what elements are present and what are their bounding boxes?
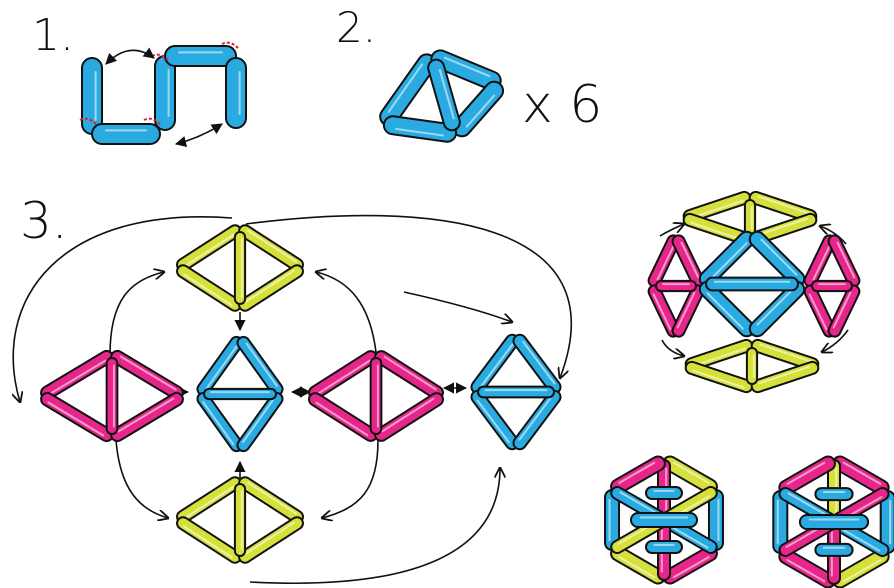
balloon-tube xyxy=(645,540,683,554)
balloon-tube xyxy=(238,516,304,564)
curved-arrow xyxy=(109,272,164,356)
finished-ball-b xyxy=(772,455,894,588)
curved-arrow xyxy=(245,214,573,378)
curved-arrow xyxy=(249,468,500,585)
balloon-tube xyxy=(238,264,304,312)
joint-marker xyxy=(221,41,239,49)
brace-tube xyxy=(705,276,799,292)
partial-assembly xyxy=(647,190,861,394)
brace-tube xyxy=(427,58,461,132)
step-1-label: 1. xyxy=(32,10,74,61)
blue-unit-center xyxy=(196,335,284,453)
balloon-tube xyxy=(684,360,754,394)
balloon-tube xyxy=(374,392,444,442)
balloon-tube xyxy=(164,45,237,67)
joint-marker xyxy=(79,117,97,125)
brace-tube xyxy=(477,385,555,399)
balloon-tube xyxy=(176,516,242,564)
balloon-tube xyxy=(750,360,820,394)
step-3-connectors xyxy=(13,214,573,585)
balloon-tube xyxy=(225,57,247,129)
blue-unit-right xyxy=(470,333,562,451)
magenta-unit-left xyxy=(647,234,705,338)
double-arrow-icon xyxy=(174,123,223,147)
step-3-label: 3. xyxy=(20,192,68,250)
magenta-unit-middle xyxy=(308,350,444,442)
brace-tube xyxy=(369,357,383,435)
yellow-unit-bottom xyxy=(176,476,304,564)
curved-arrow xyxy=(13,216,233,402)
double-arrow-icon xyxy=(105,47,155,65)
brace-tube xyxy=(233,483,247,557)
yellow-unit-lower xyxy=(684,338,820,394)
balloon-tube xyxy=(814,487,854,502)
balloon-tube xyxy=(236,391,284,453)
balloon-tube xyxy=(748,190,818,224)
balloon-tube xyxy=(176,264,242,312)
step-3-units xyxy=(40,224,562,564)
blue-unit-core xyxy=(698,230,806,338)
step-2-label: 2. xyxy=(336,3,376,52)
arrow-icon xyxy=(661,339,684,356)
balloon-tube xyxy=(814,542,854,557)
triangle-unit xyxy=(379,49,505,143)
balloon-tube xyxy=(630,512,698,528)
balloon-tube xyxy=(110,391,184,443)
finished-ball-a xyxy=(604,455,724,585)
balloon-tube xyxy=(382,115,458,143)
balloon-tube xyxy=(451,80,505,138)
brace-tube xyxy=(743,199,757,237)
balloon-tube xyxy=(827,284,861,338)
step-2-unit xyxy=(379,49,505,143)
magenta-unit-left xyxy=(40,349,184,443)
arrow-icon xyxy=(820,226,847,245)
brace-tube xyxy=(811,279,853,293)
multiplier-label: x 6 xyxy=(522,75,602,135)
balloon-tube xyxy=(798,514,870,530)
curved-arrow xyxy=(403,291,512,322)
balloon-tube xyxy=(430,49,502,91)
balloon-tube xyxy=(40,391,114,443)
curved-arrow xyxy=(316,272,377,353)
balloon-tube xyxy=(645,486,683,500)
curved-arrow xyxy=(322,439,379,518)
brace-tube xyxy=(203,387,277,401)
balloon-tube xyxy=(154,55,176,131)
balloon-tube xyxy=(512,389,562,451)
magenta-unit-right xyxy=(803,234,861,338)
brace-tube xyxy=(745,347,759,385)
joint-marker xyxy=(143,117,161,125)
balloon-tube xyxy=(374,350,444,400)
curved-arrow xyxy=(115,439,168,518)
balloon-tube xyxy=(91,123,161,145)
brace-tube xyxy=(105,357,119,435)
step-1-figure xyxy=(79,41,247,147)
yellow-unit-top xyxy=(176,224,304,312)
balloon-tube xyxy=(748,230,806,288)
balloon-tube xyxy=(308,392,378,442)
balloon-tube xyxy=(772,490,789,554)
brace-tube xyxy=(655,279,697,293)
arrow-icon xyxy=(822,329,849,352)
brace-tube xyxy=(233,231,247,305)
arrow-icon xyxy=(659,224,684,237)
balloon-tube xyxy=(81,57,103,135)
